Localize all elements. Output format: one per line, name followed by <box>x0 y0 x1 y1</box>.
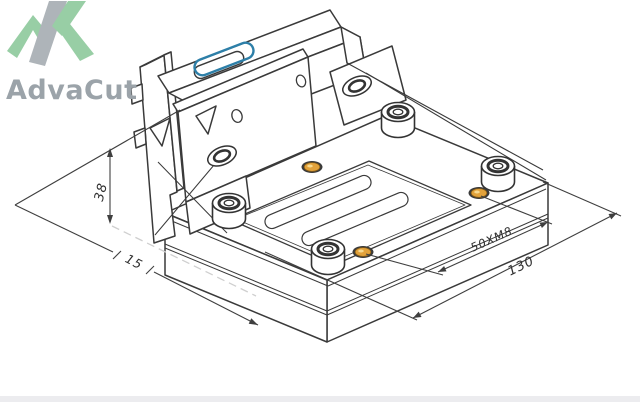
dimension-38: 38 <box>92 148 257 297</box>
socket-screw <box>310 238 346 276</box>
base-plate <box>164 115 549 343</box>
island-rail <box>264 174 372 230</box>
vise-back-plate-tab <box>130 83 144 105</box>
threaded-hole-m8 <box>468 186 490 200</box>
vise-body <box>130 9 547 244</box>
rail-edges <box>346 62 547 181</box>
vise-back-plate-tab <box>133 127 147 149</box>
socket-screw <box>211 192 247 230</box>
base-plate-pocket <box>230 160 472 266</box>
v-notch <box>149 117 171 147</box>
hidden-reference-dashed <box>111 225 257 297</box>
socket-screw <box>480 155 516 193</box>
logo-mark-gray-bar <box>29 1 67 66</box>
dimension-15: 15 <box>14 204 259 326</box>
socket-screw <box>380 101 416 139</box>
logo-mark-green-upper-arm <box>52 1 86 36</box>
logo-mark-green-lower-leg <box>60 24 94 61</box>
advacut-logo: AdvaCut <box>6 1 138 106</box>
extension-line-left <box>14 109 181 206</box>
pocket-outline <box>230 160 472 266</box>
advacut-logo-mark <box>7 1 94 66</box>
highlighted-slot-edge[interactable] <box>192 40 256 77</box>
dimension-15-label: 15 <box>123 251 146 272</box>
through-hole <box>231 108 243 124</box>
advacut-logo-text: AdvaCut <box>6 75 138 106</box>
bottom-strip <box>0 396 640 402</box>
threaded-hole-m8 <box>301 160 323 174</box>
pocket-ledge <box>235 164 466 262</box>
through-hole <box>295 74 307 88</box>
dimension-38-label: 38 <box>92 181 111 203</box>
threaded-hole-m8 <box>352 245 374 259</box>
island-rail <box>301 191 409 247</box>
v-notch <box>195 105 217 135</box>
slot-opening <box>193 50 245 80</box>
